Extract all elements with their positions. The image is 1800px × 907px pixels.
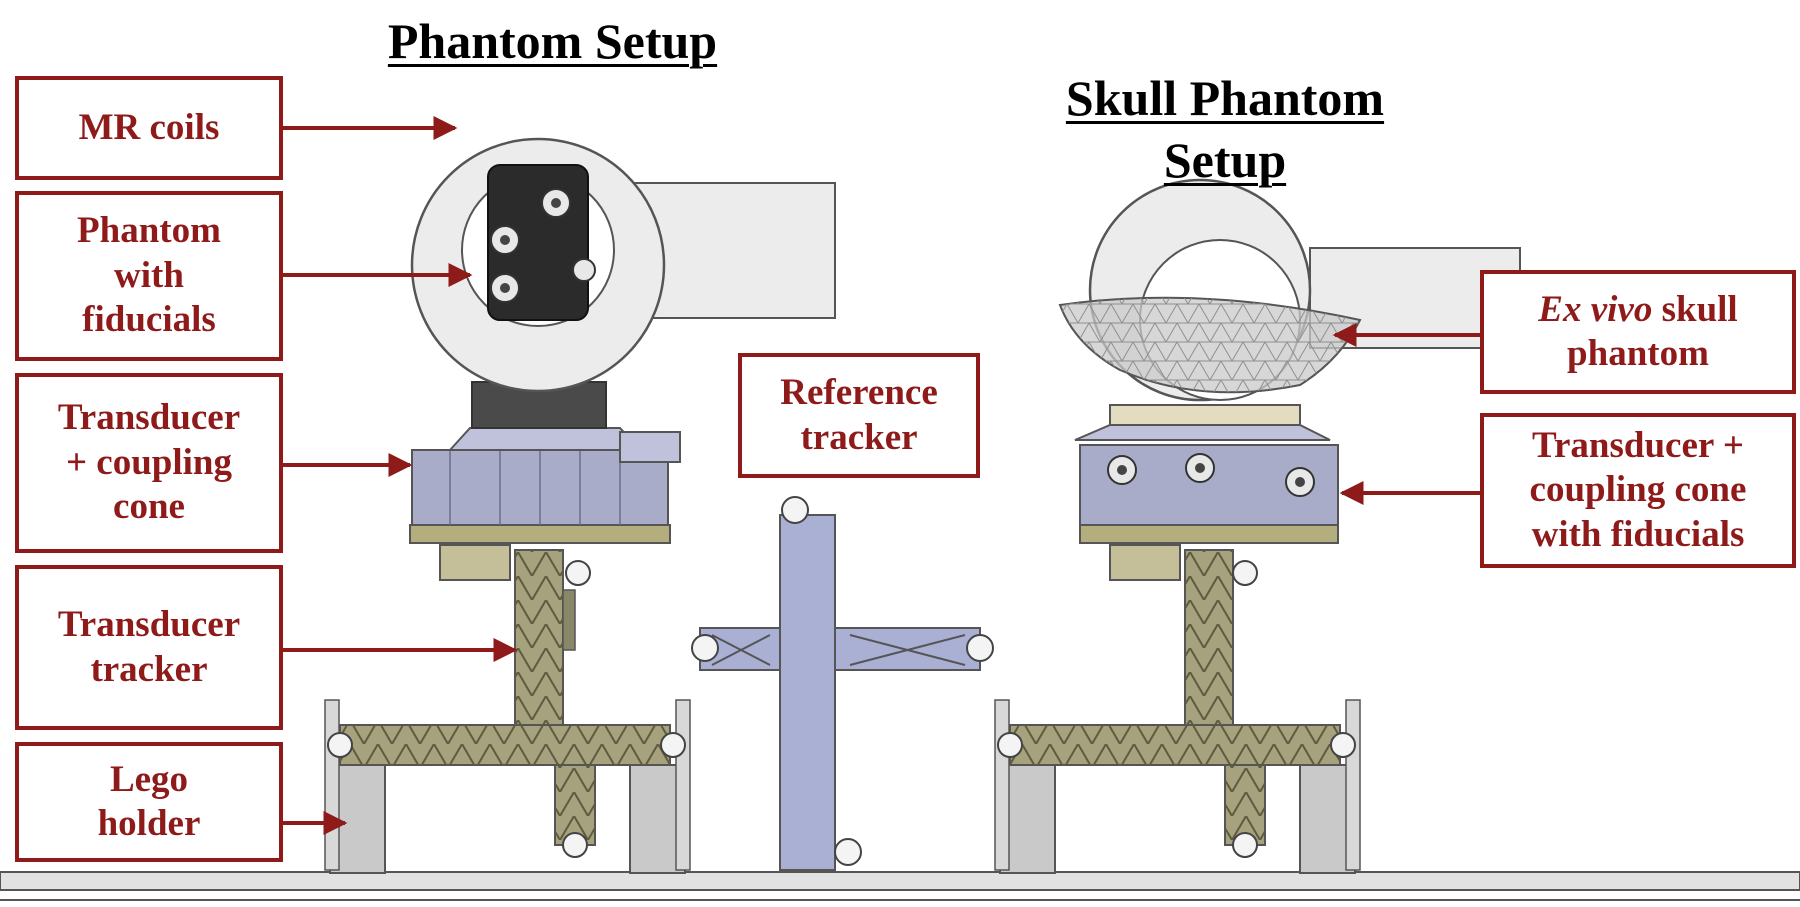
left-setup (324, 137, 836, 874)
right-setup (994, 178, 1521, 874)
right-mr-coil (1058, 178, 1521, 402)
right-lego-holder (994, 699, 1361, 874)
label-skull-phantom-rest: skull phantom (1567, 288, 1738, 374)
label-lego-holder: Lego holder (15, 742, 283, 862)
title-skull-phantom-setup-text: Skull Phantom Setup (1065, 69, 1385, 189)
left-mr-coil (410, 137, 836, 393)
callout-arrows (283, 116, 1480, 835)
ground-plate (0, 871, 1800, 901)
label-transducer-coupling-cone: Transducer + coupling cone (15, 373, 283, 553)
reference-tracker-body (691, 496, 994, 871)
title-skull-phantom-setup: Skull Phantom Setup (1035, 4, 1415, 192)
label-reference-tracker: Reference tracker (738, 353, 980, 478)
title-phantom-setup: Phantom Setup (350, 16, 755, 66)
title-phantom-setup-text: Phantom Setup (387, 13, 718, 69)
label-transducer-cone-fiducials: Transducer + coupling cone with fiducial… (1480, 413, 1796, 568)
label-ex-vivo-skull-phantom: Ex vivo skull phantom (1480, 270, 1796, 394)
label-ex-vivo-italic: Ex vivo (1538, 288, 1653, 330)
left-transducer (409, 381, 681, 544)
label-mr-coils: MR coils (15, 76, 283, 180)
label-phantom-with-fiducials: Phantom with fiducials (15, 191, 283, 361)
label-transducer-tracker: Transducer tracker (15, 565, 283, 730)
right-transducer (1074, 404, 1339, 544)
